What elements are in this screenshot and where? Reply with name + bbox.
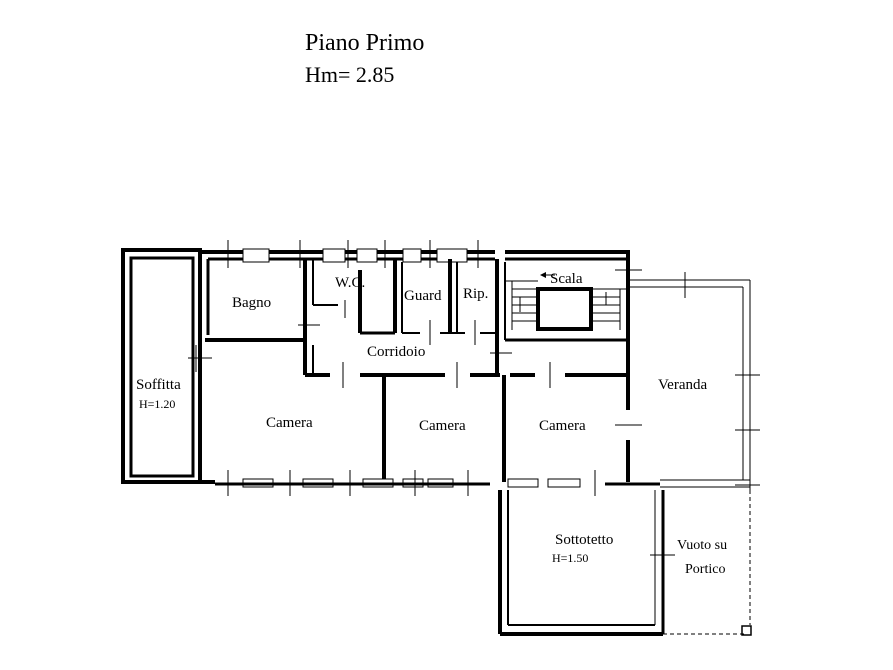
room-label-vuoto-line1: Vuoto su <box>677 538 727 553</box>
room-label-corridoio: Corridoio <box>367 344 425 360</box>
room-label-bagno: Bagno <box>232 295 271 311</box>
left-wall <box>188 252 212 482</box>
room-label-guard: Guard <box>404 288 442 304</box>
room-label-wc: W.C. <box>335 275 365 291</box>
top-wall <box>200 240 630 268</box>
camera-walls <box>382 252 642 482</box>
room-label-vuoto-line2: Portico <box>685 562 725 577</box>
sottotetto-walls <box>498 490 752 636</box>
room-height-sottotetto: H=1.50 <box>552 551 588 565</box>
guard-rip-walls <box>402 259 512 375</box>
veranda-walls <box>630 272 760 490</box>
room-label-rip: Rip. <box>463 286 488 302</box>
wc-walls <box>358 259 403 335</box>
bottom-wall <box>200 470 660 496</box>
room-label-sottotetto: Sottotetto <box>555 532 613 548</box>
room-label-scala: Scala <box>550 271 583 287</box>
soffitta-inner-wall <box>129 256 195 478</box>
corridor-walls <box>305 362 630 388</box>
room-label-camera-2: Camera <box>419 418 466 434</box>
room-height-soffitta: H=1.20 <box>139 397 175 411</box>
plan-title: Piano Primo <box>305 30 425 56</box>
room-label-camera-1: Camera <box>266 415 313 431</box>
plan-height-label: Hm= 2.85 <box>305 62 395 87</box>
room-label-veranda: Veranda <box>658 377 707 393</box>
staircase <box>505 272 630 342</box>
bagno-walls <box>205 259 346 375</box>
soffitta-outer-wall <box>121 248 202 484</box>
room-label-soffitta: Soffitta <box>136 377 181 393</box>
room-label-camera-3: Camera <box>539 418 586 434</box>
